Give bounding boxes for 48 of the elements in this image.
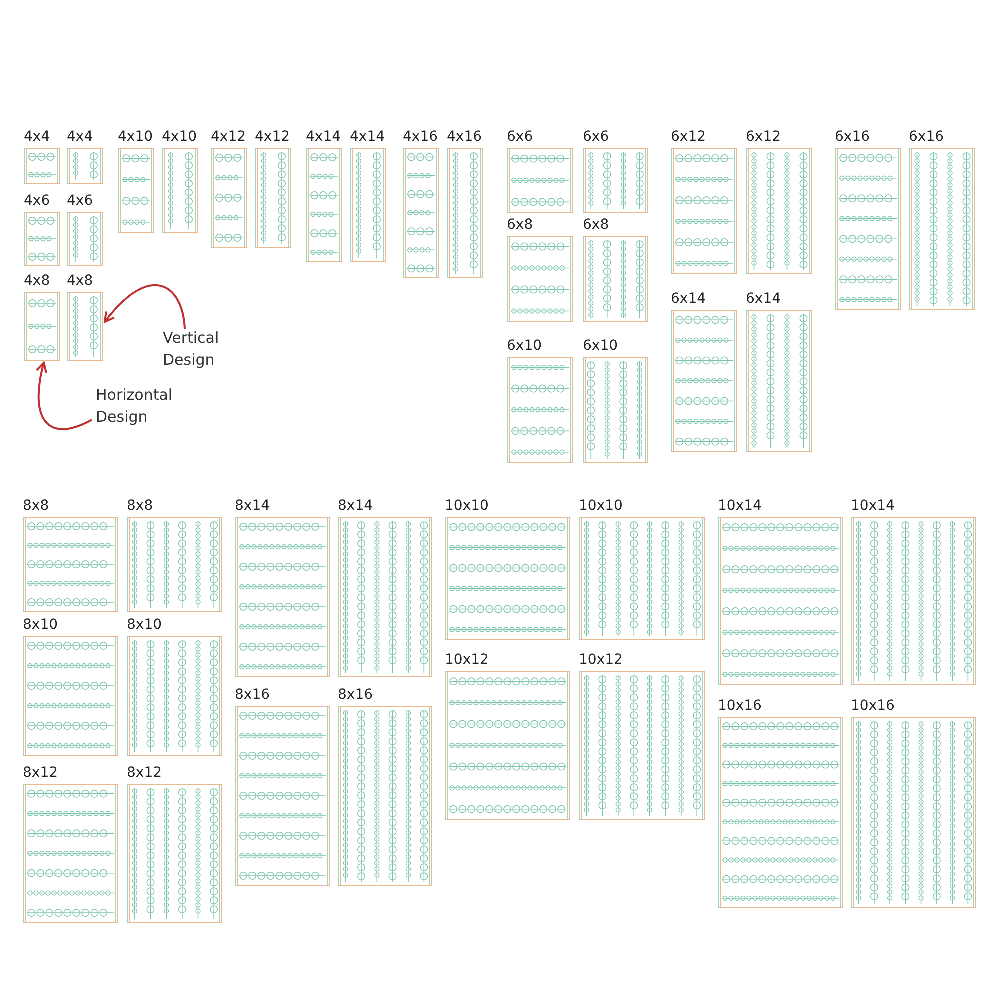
- size-label: 8x14: [235, 497, 270, 515]
- size-label: 4x4: [24, 128, 50, 146]
- size-label: 10x12: [445, 651, 489, 669]
- size-label: 4x14: [350, 128, 386, 146]
- size-label: 10x10: [445, 497, 489, 515]
- size-label: 8x16: [338, 686, 374, 704]
- size-label: 4x14: [306, 128, 342, 146]
- size-label: 6x14: [746, 290, 782, 308]
- size-label: 6x8: [507, 216, 534, 234]
- size-label: 4x12: [255, 128, 290, 146]
- size-label: 10x14: [718, 497, 762, 515]
- size-label: 6x8: [583, 216, 610, 234]
- size-label: 6x16: [909, 128, 944, 146]
- size-label: 6x10: [583, 337, 618, 355]
- size-label: 8x16: [235, 686, 270, 704]
- size-label: 8x10: [23, 616, 58, 634]
- size-label: 10x16: [718, 697, 762, 715]
- size-label: 4x8: [24, 272, 50, 290]
- size-label: 4x16: [403, 128, 438, 146]
- size-label: 4x16: [447, 128, 482, 146]
- size-label: 4x8: [67, 272, 94, 290]
- size-label: 10x16: [851, 697, 895, 715]
- annotation-text: Horizontal Design: [96, 385, 174, 428]
- size-label: 8x12: [23, 764, 58, 782]
- size-label: 6x12: [671, 128, 706, 146]
- size-label: 10x14: [851, 497, 895, 515]
- size-label: 8x12: [127, 764, 162, 782]
- size-label: 4x10: [162, 128, 198, 146]
- size-label: 6x14: [671, 290, 706, 308]
- size-label: 8x14: [338, 497, 374, 515]
- size-label: 6x6: [507, 128, 534, 146]
- size-label: 10x10: [579, 497, 623, 515]
- size-label: 8x10: [127, 616, 162, 634]
- size-label: 6x16: [835, 128, 870, 146]
- size-label: 6x6: [583, 128, 610, 146]
- size-label: 8x8: [127, 497, 154, 515]
- size-label: 4x10: [118, 128, 154, 146]
- size-label: 4x6: [67, 192, 94, 210]
- size-label: 6x10: [507, 337, 542, 355]
- size-label: 4x4: [67, 128, 94, 146]
- size-label: 4x12: [211, 128, 246, 146]
- size-label: 4x6: [24, 192, 50, 210]
- size-label: 8x8: [23, 497, 50, 515]
- curved-arrow: [36, 362, 92, 430]
- curved-arrow: [104, 284, 186, 330]
- size-label: 10x12: [579, 651, 623, 669]
- size-label: 6x12: [746, 128, 782, 146]
- annotation-text: Vertical Design: [163, 328, 220, 371]
